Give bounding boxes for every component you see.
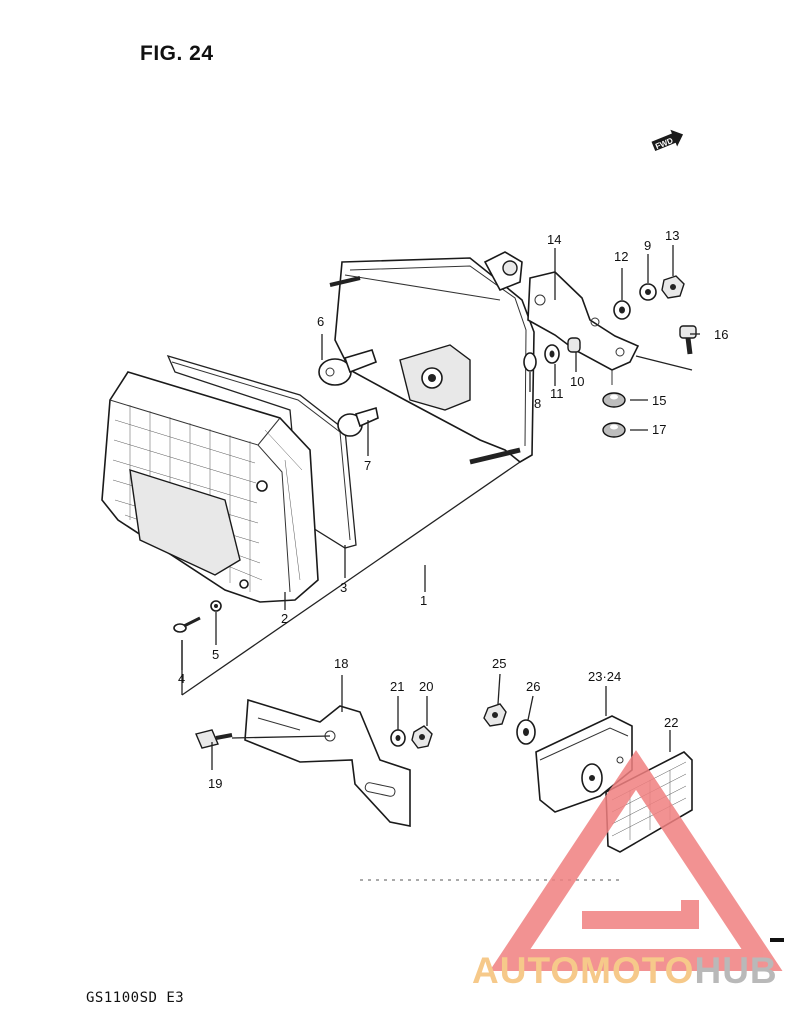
leader-lines	[181, 245, 700, 770]
callout-22: 22	[664, 715, 678, 730]
callout-7: 7	[364, 458, 371, 473]
callout-16: 16	[714, 327, 728, 342]
callout-8: 8	[534, 396, 541, 411]
callout-23-24: 23·24	[588, 669, 621, 684]
callout-6: 6	[317, 314, 324, 329]
fwd-label: FWD	[654, 136, 674, 151]
callout-1: 1	[420, 593, 427, 608]
taillight-housing	[329, 251, 535, 465]
callout-20: 20	[419, 679, 433, 694]
bulb-stop-tail	[318, 349, 378, 386]
nut-17	[602, 422, 626, 438]
callout-2: 2	[281, 611, 288, 626]
callout-15: 15	[652, 393, 666, 408]
callout-26: 26	[526, 679, 540, 694]
washer-small	[210, 600, 222, 612]
model-code: GS1100SD E3	[86, 990, 185, 1006]
washer-12	[613, 300, 631, 320]
callout-5: 5	[212, 647, 219, 662]
callout-18: 18	[334, 656, 348, 671]
figure-title: FIG. 24	[140, 42, 214, 65]
watermark-part1: AUTOMOTO	[472, 950, 695, 991]
bolt-16	[679, 325, 697, 355]
callout-25: 25	[492, 656, 506, 671]
washer-8	[523, 352, 537, 372]
spacer-10	[567, 337, 581, 353]
taillight-lens	[101, 371, 319, 603]
nut-25	[483, 703, 507, 727]
callout-19: 19	[208, 776, 222, 791]
nut-13	[661, 275, 685, 299]
callout-4: 4	[178, 671, 185, 686]
callout-9: 9	[644, 238, 651, 253]
washer-26	[516, 719, 536, 745]
callout-11: 11	[550, 386, 564, 401]
nut-20	[411, 725, 433, 749]
bulb-license	[337, 406, 379, 437]
callout-17: 17	[652, 422, 666, 437]
dash-mark	[770, 938, 784, 942]
watermark-part2: HUB	[694, 950, 778, 991]
washer-21	[390, 729, 406, 747]
callout-13: 13	[665, 228, 679, 243]
watermark-text: AUTOMOTOHUB	[472, 950, 778, 992]
screw	[173, 616, 201, 633]
callout-12: 12	[614, 249, 628, 264]
washer-9	[639, 283, 657, 301]
callout-14: 14	[547, 232, 561, 247]
callout-21: 21	[390, 679, 404, 694]
callout-3: 3	[340, 580, 347, 595]
automotohub-logo-mark	[489, 750, 783, 971]
forward-arrow-icon: FWD	[651, 129, 684, 151]
license-bracket	[244, 698, 411, 827]
nut-15	[602, 392, 626, 408]
callout-10: 10	[570, 374, 584, 389]
callout-labels: 1 2 3 4 5 6 7 8 9 10 11 12 13 14 15 16 1…	[178, 228, 728, 791]
bolt-19	[195, 729, 233, 749]
washer-11	[544, 344, 560, 364]
